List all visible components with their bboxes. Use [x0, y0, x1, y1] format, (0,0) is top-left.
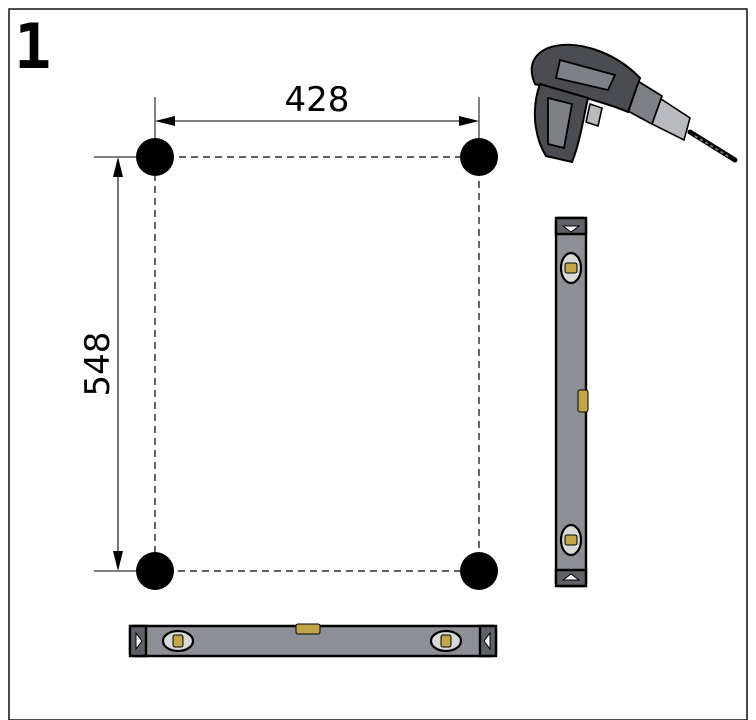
height-arrow-bottom — [113, 551, 123, 571]
hole-bottom-left — [136, 552, 174, 590]
drill-icon — [530, 43, 738, 164]
step-number: 1 — [14, 10, 51, 83]
mounting-outline — [154, 156, 480, 572]
spirit-level-vertical-icon — [554, 216, 589, 588]
hole-top-left — [136, 138, 174, 176]
spirit-level-horizontal-icon — [128, 623, 498, 658]
height-arrow-top — [113, 157, 123, 177]
width-dimension: 428 — [154, 80, 480, 157]
height-dimension: 548 — [78, 156, 155, 572]
width-arrow-left — [155, 116, 175, 126]
width-arrow-right — [459, 116, 479, 126]
hole-bottom-right — [460, 552, 498, 590]
diagram-frame — [8, 8, 748, 720]
hole-top-right — [460, 138, 498, 176]
height-value: 548 — [78, 332, 118, 397]
width-value: 428 — [285, 80, 350, 120]
